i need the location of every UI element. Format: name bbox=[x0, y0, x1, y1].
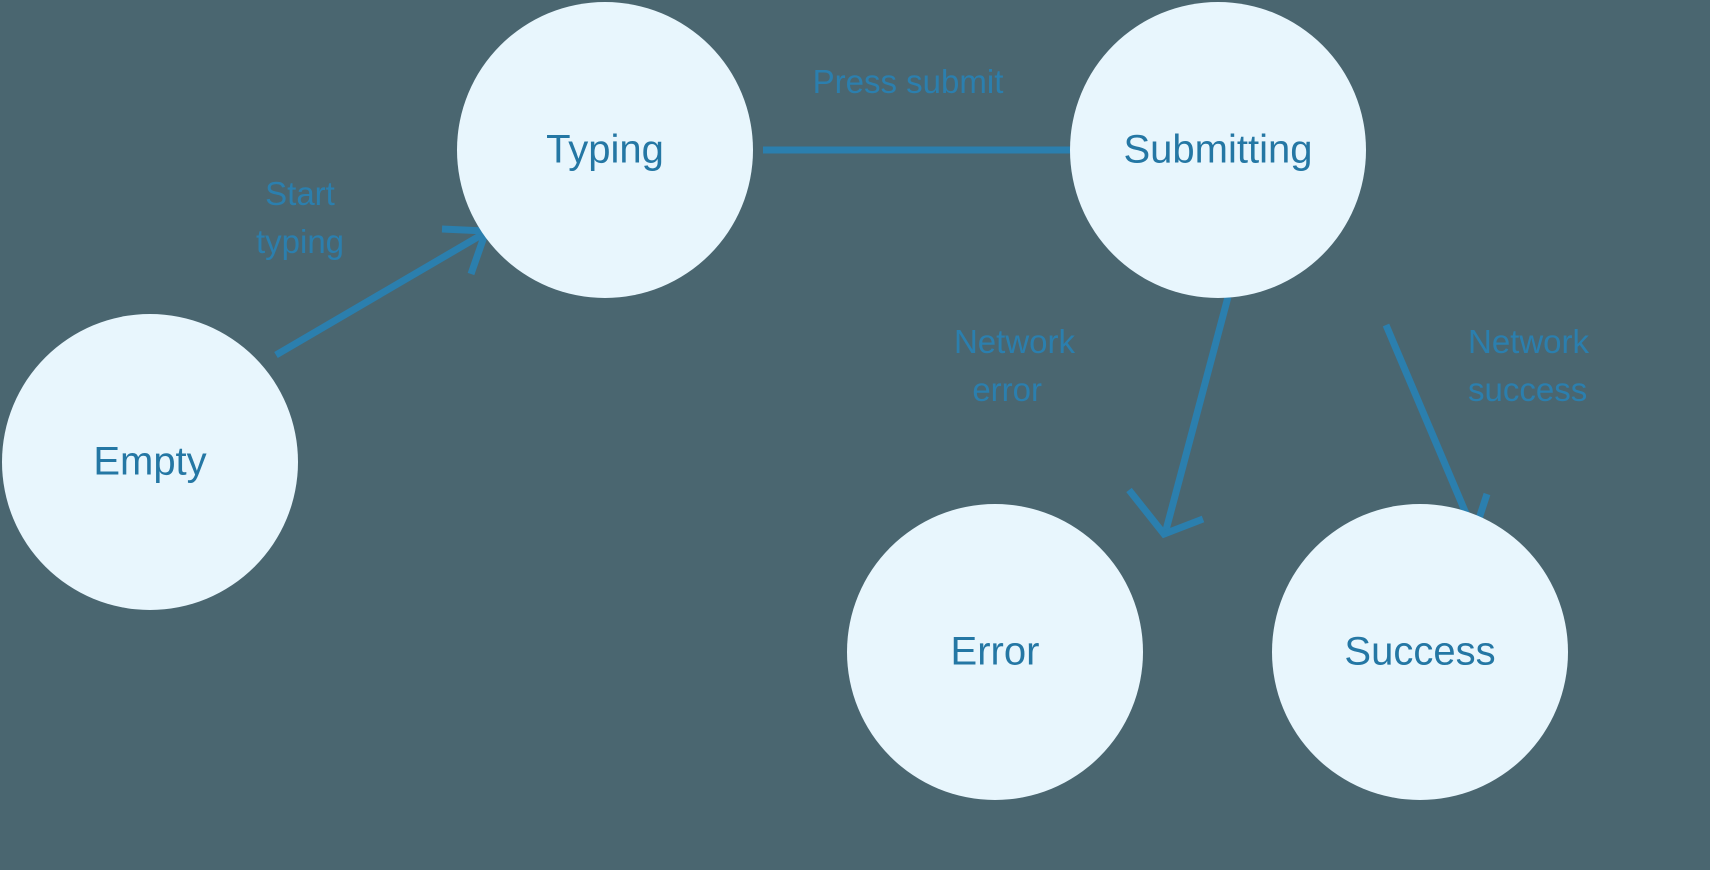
node-empty[interactable]: Empty bbox=[2, 314, 298, 610]
edge-line-submitting-to-error bbox=[1162, 296, 1232, 531]
edge-label-submitting-to-success: Network success bbox=[1468, 323, 1590, 408]
edge-label-start-typing-line2: typing bbox=[256, 223, 344, 260]
edge-label-network-error-line2: error bbox=[972, 371, 1042, 408]
edge-label-network-success-line1: Network bbox=[1468, 323, 1590, 360]
arrowhead-submitting-to-error bbox=[1126, 487, 1205, 539]
edge-submitting-to-error bbox=[1126, 296, 1232, 539]
edge-label-empty-to-typing: Start typing bbox=[256, 175, 344, 260]
node-empty-circle[interactable] bbox=[2, 314, 298, 610]
node-submitting[interactable]: Submitting bbox=[1070, 2, 1366, 298]
node-submitting-circle[interactable] bbox=[1070, 2, 1366, 298]
node-error-label: Error bbox=[951, 630, 1040, 674]
node-success[interactable]: Success bbox=[1272, 504, 1568, 800]
node-submitting-label: Submitting bbox=[1124, 128, 1313, 172]
node-typing-label: Typing bbox=[546, 128, 664, 172]
edge-label-typing-to-submitting: Press submit bbox=[813, 63, 1004, 100]
edge-label-submitting-to-error: Network error bbox=[954, 323, 1076, 408]
node-typing-circle[interactable] bbox=[457, 2, 753, 298]
node-empty-label: Empty bbox=[93, 440, 206, 484]
edge-label-network-success-line2: success bbox=[1468, 371, 1587, 408]
edge-label-start-typing-line1: Start bbox=[265, 175, 335, 212]
node-error-circle[interactable] bbox=[847, 504, 1143, 800]
edge-label-network-error-line1: Network bbox=[954, 323, 1076, 360]
node-error[interactable]: Error bbox=[847, 504, 1143, 800]
node-typing[interactable]: Typing bbox=[457, 2, 753, 298]
edge-line-empty-to-typing bbox=[274, 230, 485, 359]
edge-label-press-submit: Press submit bbox=[813, 63, 1004, 100]
node-success-label: Success bbox=[1344, 630, 1495, 674]
edge-line-submitting-to-success bbox=[1382, 323, 1477, 532]
node-success-circle[interactable] bbox=[1272, 504, 1568, 800]
